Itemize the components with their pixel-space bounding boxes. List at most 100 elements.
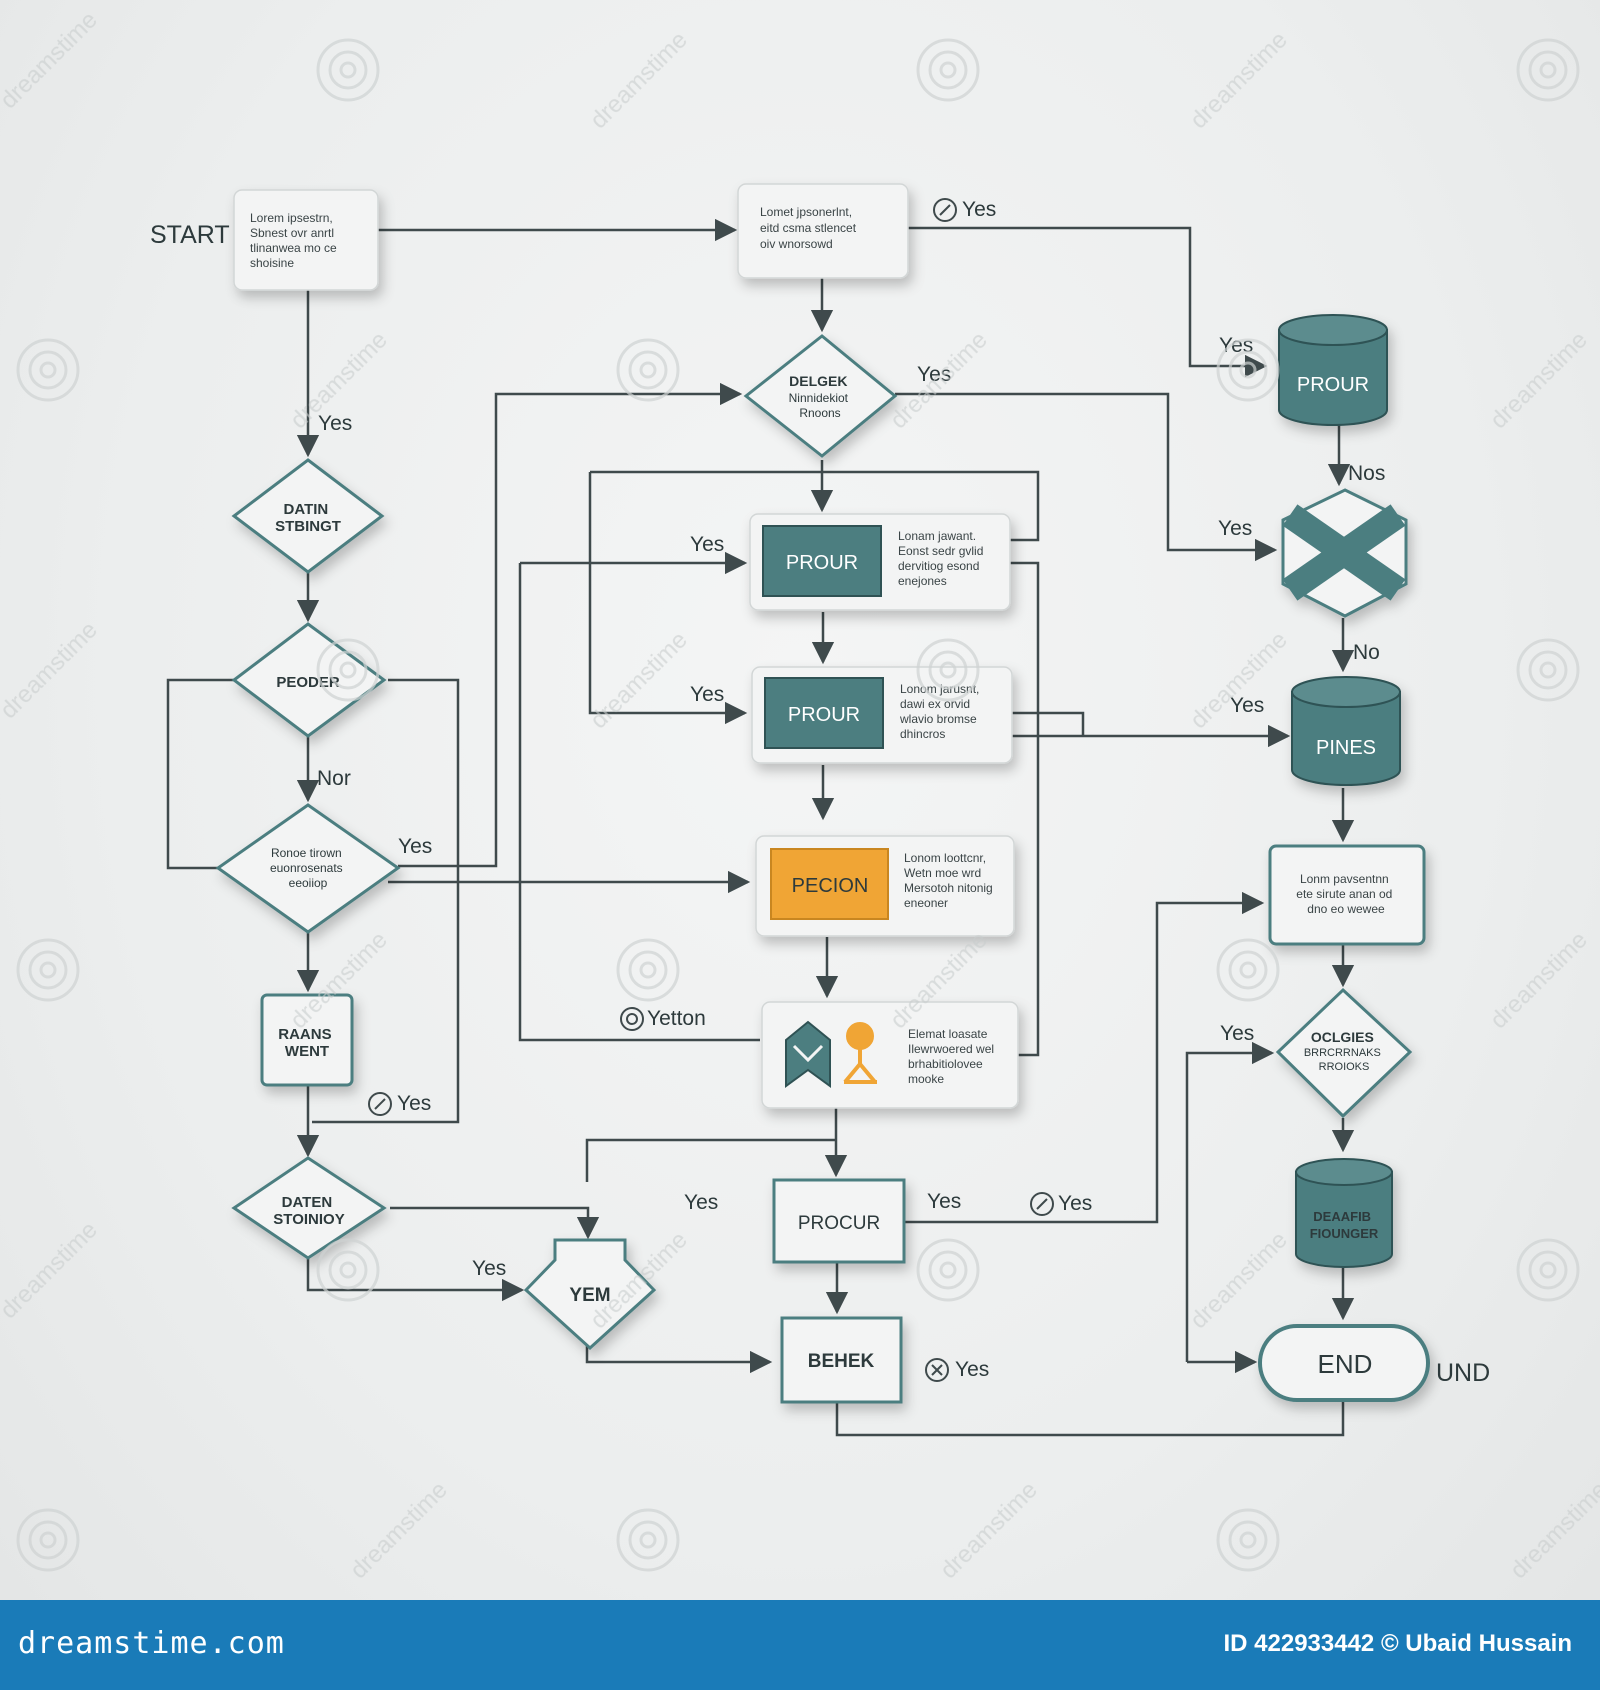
edge-top-cyl1: [908, 226, 1268, 378]
start-box[interactable]: [233, 189, 379, 291]
watermark-swirl-icon: [16, 1508, 80, 1572]
edge-d2-right-loop: [312, 678, 460, 1124]
database-cylinder-1[interactable]: [1278, 314, 1388, 426]
end-terminal-text: END: [1318, 1349, 1373, 1379]
process-card-pecion-tag-text: PECION: [792, 875, 869, 897]
watermark-text: dreamstime: [0, 6, 103, 114]
decision-diamond-top[interactable]: [743, 334, 898, 458]
watermark-text: dreamstime: [935, 1476, 1043, 1584]
decision-yem-text: YEM: [569, 1285, 610, 1306]
watermark-swirl-icon: [16, 938, 80, 1002]
watermark-swirl-icon: [1516, 38, 1580, 102]
edge-label-nos: Nos: [1348, 462, 1385, 485]
watermark-text: dreamstime: [1185, 1226, 1293, 1334]
process-card-1-tag: [762, 525, 882, 597]
watermark-swirl-icon: [1216, 338, 1280, 402]
edge-procur-rbox: [905, 891, 1265, 1224]
decision-diamond-1-text: DATIN STBINGT: [275, 501, 341, 535]
edge-label-no: No: [1353, 641, 1380, 664]
edge-loop-top: [590, 470, 1040, 542]
database-cylinder-1-text: PROUR: [1297, 374, 1369, 396]
check-icons: [368, 198, 1054, 1382]
house-icon: [785, 1020, 831, 1088]
database-cylinder-3-text: DEAAFIB FIOUNGER: [1310, 1209, 1379, 1241]
watermark-swirl-icon: [316, 1238, 380, 1302]
watermark-swirl-icon: [1516, 638, 1580, 702]
watermark-text: dreamstime: [585, 26, 693, 134]
decision-diamond-3[interactable]: [215, 803, 401, 934]
right-process-box[interactable]: [1268, 844, 1426, 946]
process-box-raans[interactable]: [260, 993, 354, 1087]
decision-diamond-1[interactable]: [231, 458, 385, 574]
process-procur[interactable]: [772, 1178, 906, 1264]
decision-diamond-right-text: OCLGIES BRRCRRNAKS RROIOKS: [1304, 1029, 1384, 1073]
watermark-text: dreamstime: [885, 326, 993, 434]
watermark-swirl-icon: [616, 338, 680, 402]
database-cylinder-2[interactable]: [1291, 676, 1401, 786]
edge-label-yes: Yes: [690, 683, 724, 706]
end-terminal[interactable]: [1258, 1324, 1430, 1402]
decision-diamond-right[interactable]: [1275, 987, 1413, 1119]
process-card-1-tag-text: PROUR: [786, 552, 858, 574]
watermark-swirl-icon: [316, 638, 380, 702]
start-box-text: Lorem ipsestrn, Sbnest ovr anrtl tlinanw…: [250, 211, 340, 270]
database-cylinder-2-text: PINES: [1316, 737, 1376, 759]
decision-diamond-4[interactable]: [231, 1156, 387, 1260]
connectors: [166, 218, 1355, 1437]
watermark-swirl-icon: [1216, 1508, 1280, 1572]
edge-label-yes: Yes: [917, 363, 951, 386]
edge-label-yes: Yes: [1058, 1192, 1092, 1215]
target-circle-icon: [620, 1007, 644, 1031]
edge-loop-left: [588, 472, 748, 725]
edge-proc2-step: [1012, 711, 1085, 736]
edge-labels: Yes Nor Yes Yes Yes Yes Yes Yes Nos Yes …: [317, 198, 1385, 1381]
decision-diamond-4-text: DATEN STOINIOY: [273, 1194, 344, 1228]
edge-left-loop: [166, 678, 235, 870]
edge-label-yes: Yes: [472, 1257, 506, 1280]
edge-label-yes: Yes: [962, 198, 996, 221]
check-circle-icon: [368, 1092, 392, 1116]
watermark-text: dreamstime: [345, 1476, 453, 1584]
edge-d4-yem: [390, 1206, 600, 1240]
edge-tdiamond-x: [895, 392, 1278, 562]
decision-diamond-3-text: Ronoe tirown euonrosenats eeoiiop: [270, 846, 346, 890]
process-procur-text: PROCUR: [798, 1213, 880, 1234]
edge-label-yes: Yes: [1220, 1022, 1254, 1045]
edge-label-yes: Yes: [955, 1358, 989, 1381]
edge-rail-rdiamond: [1185, 1041, 1275, 1362]
edge-label-yes: Yes: [398, 835, 432, 858]
edge-label-no-left: Nor: [317, 767, 351, 790]
process-bemek[interactable]: [780, 1316, 903, 1404]
process-card-2-tag-text: PROUR: [788, 704, 860, 726]
watermark-text: dreamstime: [585, 626, 693, 734]
process-card-pecion-tag: [770, 848, 889, 920]
process-card-2-text: Lonom jarusnt, dawi ex orvid wlavio brom…: [899, 682, 983, 741]
merge-x-shape[interactable]: [1281, 488, 1408, 618]
watermark-swirl-icon: [1516, 1238, 1580, 1302]
decision-diamond-top-text: DELGEK Ninnidekiot Rnoons: [789, 373, 852, 420]
edge-bemek-end: [835, 1400, 1345, 1437]
watermark-swirl-icon: [316, 38, 380, 102]
check-circle-icon: [925, 1358, 949, 1382]
check-circle-icon: [1030, 1192, 1054, 1216]
top-box[interactable]: [737, 183, 909, 279]
footer-credit: ID 422933442 © Ubaid Hussain: [1223, 1630, 1572, 1657]
person-icon: [843, 1022, 877, 1084]
edge-loop-right: [1010, 561, 1040, 1057]
decision-yem[interactable]: [523, 1238, 657, 1351]
decision-diamond-2[interactable]: [231, 622, 387, 738]
right-process-box-text: Lonm pavsentnn ete sirute anan od dno eo…: [1296, 872, 1395, 916]
top-box-text: Lomet jpsonerlnt, eitd csma stlencet oiv…: [760, 205, 859, 251]
edge-label-yes: Yes: [927, 1190, 961, 1213]
watermark-swirl-icon: [916, 638, 980, 702]
watermark-swirl-icon: [616, 1508, 680, 1572]
footer-logo[interactable]: dreamstime.com: [18, 1626, 285, 1661]
edge-label-yes: Yes: [684, 1191, 718, 1214]
watermark-swirl-icon: [916, 1238, 980, 1302]
edge-label-yes: Yes: [690, 533, 724, 556]
start-label: START: [150, 221, 230, 249]
edge-label-yes: Yes: [318, 412, 352, 435]
watermark-text: dreamstime: [1485, 326, 1593, 434]
watermark-swirl-icon: [1216, 938, 1280, 1002]
database-cylinder-3[interactable]: [1295, 1158, 1393, 1268]
